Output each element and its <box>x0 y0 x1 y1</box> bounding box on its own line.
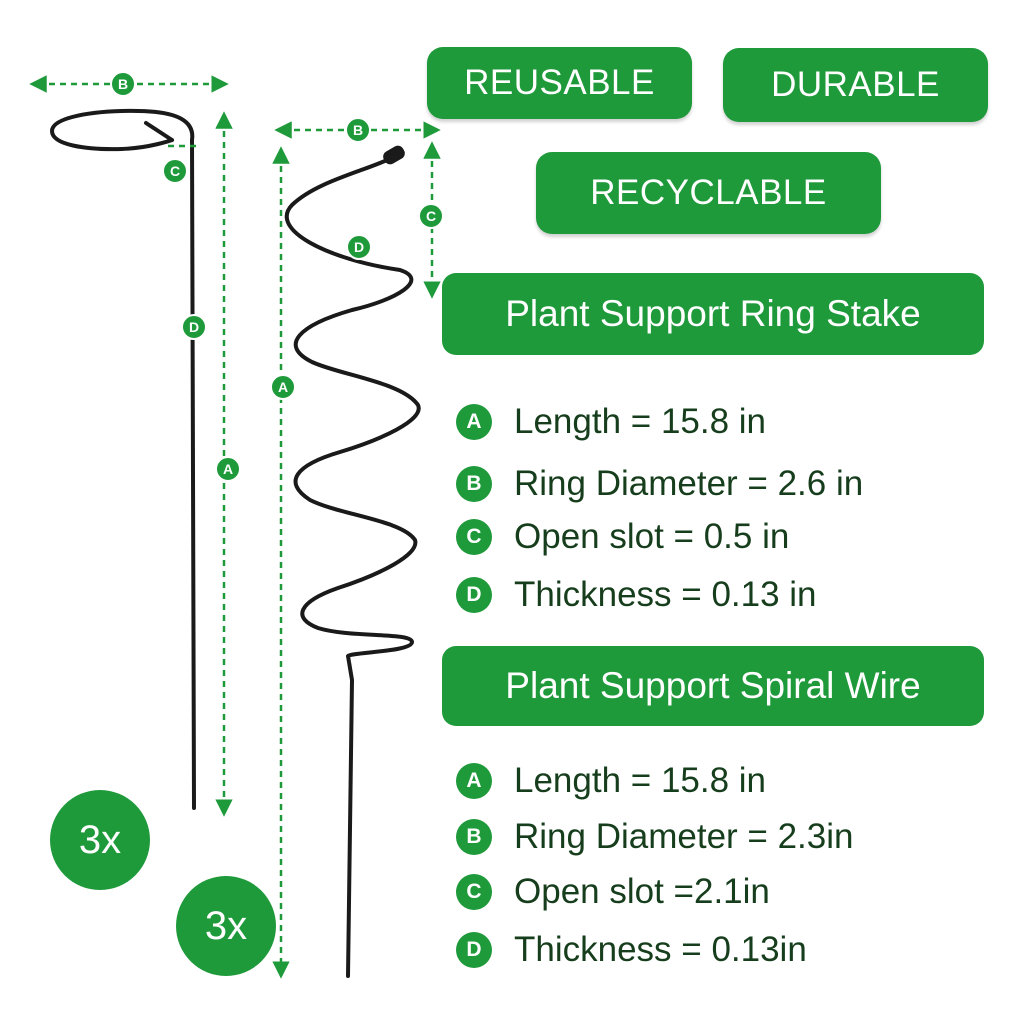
ring-spec-c-badge: C <box>456 519 492 555</box>
spiral-spec-slot-text: Open slot =2.1in <box>514 872 770 911</box>
ring-spec-d-badge: D <box>456 577 492 613</box>
ring-stake-dimensions <box>29 75 233 817</box>
ring-spec-b-badge: B <box>456 466 492 502</box>
spiral-spec-slot: C Open slot =2.1in <box>456 872 770 912</box>
spiral-wire <box>284 145 421 978</box>
spiral-b-label: B <box>345 117 371 143</box>
spiral-spec-b-badge: B <box>456 819 492 855</box>
spiral-spec-diameter-text: Ring Diameter = 2.3in <box>514 817 854 856</box>
ring-spec-diameter: B Ring Diameter = 2.6 in <box>456 464 863 504</box>
ring-spec-slot: C Open slot = 0.5 in <box>456 517 789 557</box>
spiral-spec-thickness: D Thickness = 0.13in <box>456 930 807 970</box>
spiral-spec-diameter: B Ring Diameter = 2.3in <box>456 817 853 857</box>
ring-c-label: C <box>162 158 188 184</box>
ring-spec-a-badge: A <box>456 404 492 440</box>
ring-a-label: A <box>215 456 241 482</box>
spiral-spec-thickness-text: Thickness = 0.13in <box>514 930 807 969</box>
spiral-d-label: D <box>346 234 372 260</box>
spiral-spec-length-text: Length = 15.8 in <box>514 761 767 800</box>
ring-stake-title: Plant Support Ring Stake <box>442 273 984 355</box>
spiral-wire-title: Plant Support Spiral Wire <box>442 646 984 726</box>
ring-spec-thickness-text: Thickness = 0.13 in <box>514 575 817 614</box>
spiral-spec-c-badge: C <box>456 874 492 910</box>
ring-spec-length-text: Length = 15.8 in <box>514 402 767 441</box>
ring-spec-diameter-text: Ring Diameter = 2.6 in <box>514 464 864 503</box>
ring-d-label: D <box>181 314 207 340</box>
ring-stake-quantity: 3x <box>50 790 150 890</box>
recyclable-tag: RECYCLABLE <box>536 152 881 234</box>
ring-spec-length: A Length = 15.8 in <box>456 402 766 442</box>
reusable-tag: REUSABLE <box>427 47 692 119</box>
spiral-spec-length: A Length = 15.8 in <box>456 761 766 801</box>
durable-tag: DURABLE <box>723 48 988 122</box>
spiral-wire-quantity: 3x <box>176 876 276 976</box>
ring-spec-slot-text: Open slot = 0.5 in <box>514 517 790 556</box>
spiral-a-label: A <box>270 374 296 400</box>
spiral-spec-d-badge: D <box>456 932 492 968</box>
ring-stake-wire <box>50 108 196 810</box>
spiral-spec-a-badge: A <box>456 763 492 799</box>
spiral-c-label: C <box>418 203 444 229</box>
ring-b-label: B <box>110 71 136 97</box>
ring-spec-thickness: D Thickness = 0.13 in <box>456 575 817 615</box>
